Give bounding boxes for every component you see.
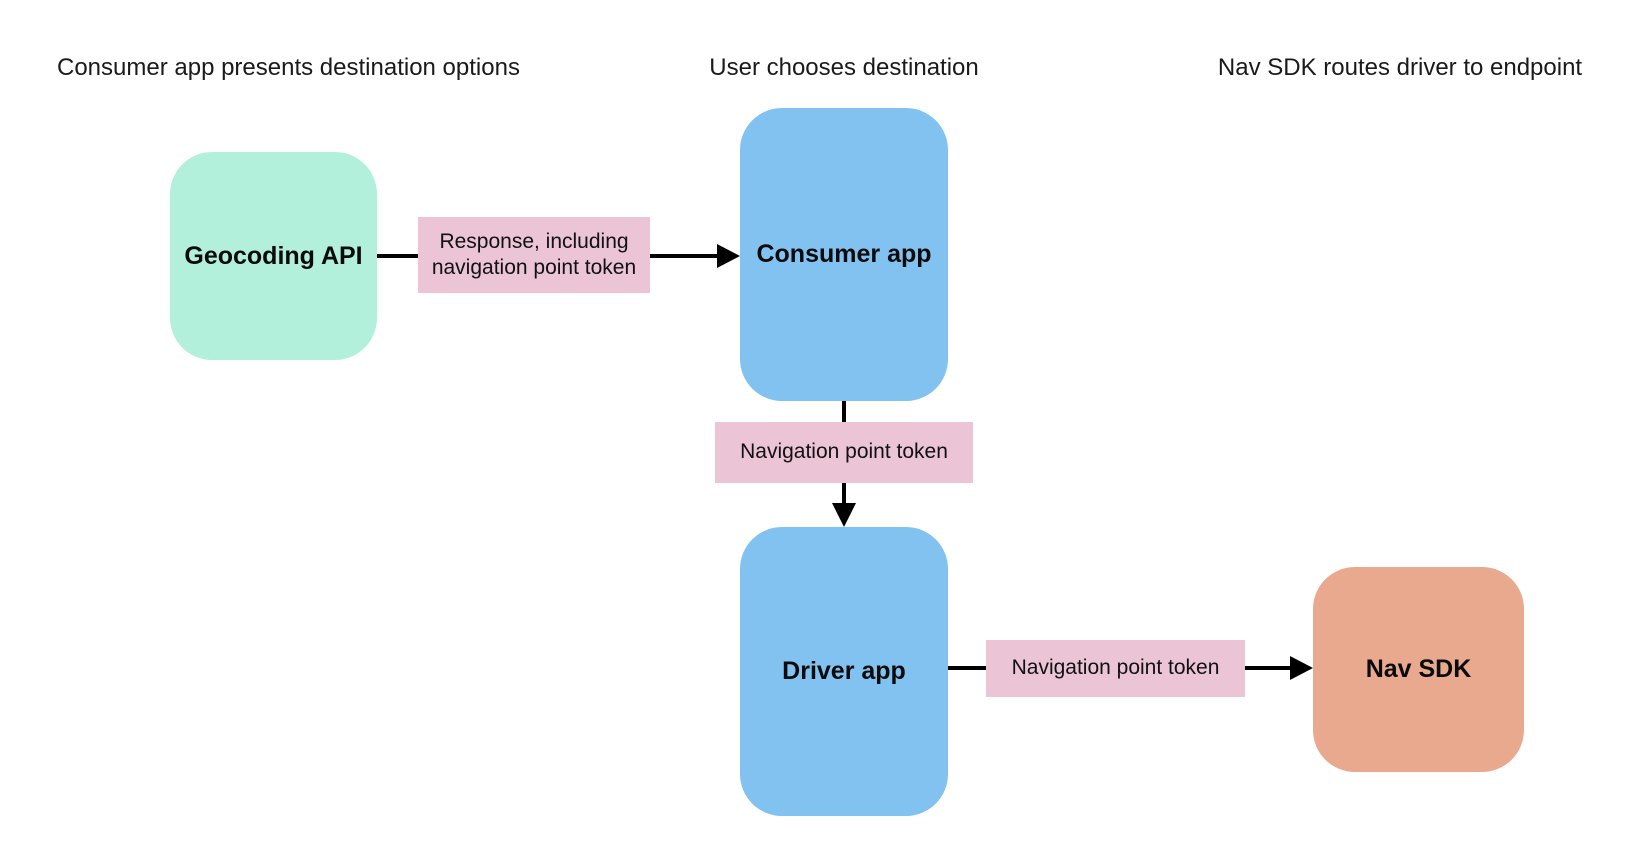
edge-label-token-driver-to-navsdk: Navigation point token bbox=[986, 640, 1245, 697]
arrowhead-into-nav-sdk-icon bbox=[1290, 656, 1313, 680]
node-driver-app-label: Driver app bbox=[782, 657, 906, 685]
arrowhead-into-consumer-app-icon bbox=[717, 244, 740, 268]
node-geocoding-api: Geocoding API bbox=[170, 152, 377, 360]
phase-label-user-chooses-destination: User chooses destination bbox=[709, 54, 979, 81]
edge-token-to-driver-line bbox=[842, 483, 846, 504]
edge-label-token-consumer-to-driver: Navigation point token bbox=[715, 422, 973, 483]
node-geocoding-api-label: Geocoding API bbox=[184, 241, 363, 270]
node-nav-sdk-label: Nav SDK bbox=[1365, 655, 1472, 683]
phase-label-navsdk-routes-driver: Nav SDK routes driver to endpoint bbox=[1217, 54, 1583, 81]
edge-response-to-consumer-line bbox=[650, 254, 719, 258]
node-consumer-app-label: Consumer app bbox=[756, 240, 932, 268]
arrowhead-into-driver-app-icon bbox=[832, 503, 856, 527]
edge-token-to-navsdk-line bbox=[1245, 666, 1291, 670]
phase-label-consumer-presents-options: Consumer app presents destination option… bbox=[57, 54, 520, 81]
node-nav-sdk: Nav SDK bbox=[1313, 567, 1524, 772]
edge-driver-to-token-line bbox=[948, 666, 986, 670]
edge-consumer-to-token-line bbox=[842, 401, 846, 422]
edge-label-response-including-token: Response, including navigation point tok… bbox=[418, 217, 650, 293]
edge-geocoding-to-response-line bbox=[377, 254, 418, 258]
node-driver-app: Driver app bbox=[740, 527, 948, 816]
node-consumer-app: Consumer app bbox=[740, 108, 948, 401]
